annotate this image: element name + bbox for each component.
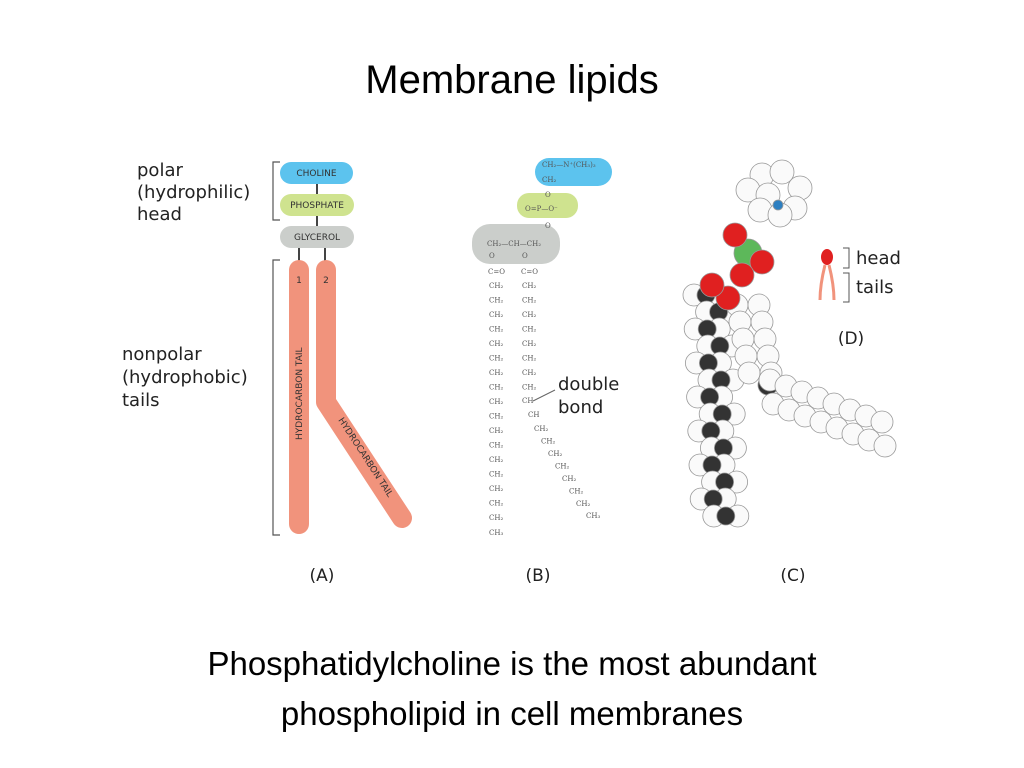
- ch2-unit: CH₂: [489, 514, 503, 522]
- ch2-unit: CH₂: [489, 355, 503, 363]
- fatty-acid-chains: O C=O CH₂ CH₂ CH₂ CH₂ CH₂ CH₂ CH₂ CH₂ CH₂ CH₂ CH₂ CH₂…: [488, 252, 600, 537]
- hydrogen-atom: [870, 410, 894, 434]
- ch2-unit: CH₂: [522, 340, 536, 348]
- ch3-unit: CH₃: [489, 529, 503, 537]
- ch2-unit: CH₂: [489, 369, 503, 377]
- ch2-unit: CH₂: [548, 450, 562, 458]
- tail-bracket: [272, 259, 280, 536]
- oxygen-atom: [729, 262, 755, 288]
- glycerol-label: GLYCEROL: [294, 233, 340, 243]
- tail-2-number: 2: [323, 276, 329, 286]
- oxygen-atom: [699, 272, 725, 298]
- glycerol-group: [280, 226, 354, 248]
- panel-a: polar (hydrophilic) head nonpolar (hydro…: [122, 160, 412, 586]
- ch2-unit: CH₂: [489, 471, 503, 479]
- ch2-unit: CH₂: [489, 398, 503, 406]
- oxygen-atom: [722, 222, 748, 248]
- caption-line-1: Phosphatidylcholine is the most abundant: [207, 645, 817, 682]
- ch3-unit: CH₃: [586, 512, 600, 520]
- panel-c-label: (C): [780, 566, 805, 586]
- hydrogen-atom: [769, 159, 795, 185]
- choline-formula: CH₂—N⁺(CH₃)₃: [542, 161, 596, 169]
- head-bracket: [272, 161, 280, 221]
- ch-unit: CH: [528, 411, 539, 419]
- phosphate-o-top: O: [545, 191, 551, 199]
- panel-d-label: (D): [838, 329, 864, 349]
- ch2-unit: CH₂: [489, 500, 503, 508]
- oxygen-atom: [749, 249, 775, 275]
- ch2-unit: CH₂: [522, 355, 536, 363]
- tail-label-line2: (hydrophobic): [122, 367, 248, 388]
- double-bond-label-1: double: [558, 374, 619, 395]
- ch2-unit: CH₂: [569, 488, 583, 496]
- hydrocarbon-tail-2: [316, 260, 412, 528]
- nitrogen-atom: [772, 199, 784, 211]
- ch2-unit: CH₂: [489, 427, 503, 435]
- phosphate-o-bottom: O: [545, 222, 551, 230]
- hydrogen-atom: [737, 361, 761, 385]
- panel-b: CH₂—N⁺(CH₃)₃ CH₂ O O=P—O⁻ O CH₂—CH—CH₂ O…: [472, 158, 619, 586]
- space-filling-model: [682, 159, 897, 528]
- glycerol-formula: CH₂—CH—CH₂: [487, 240, 541, 248]
- hydrogen-atom: [873, 434, 897, 458]
- choline-group-b: [535, 158, 612, 186]
- phosphate-label: PHOSPHATE: [290, 201, 344, 211]
- double-bond-label-2: bond: [558, 397, 603, 418]
- ester-oxygen: O: [489, 252, 495, 260]
- ch2-unit: CH₂: [555, 463, 569, 471]
- ch2-unit: CH₂: [522, 311, 536, 319]
- head-label-line1: polar: [137, 160, 183, 181]
- tail-1-text: HYDROCARBON TAIL: [295, 347, 305, 440]
- ch2-unit: CH₂: [489, 442, 503, 450]
- ch2-unit: CH₂: [489, 311, 503, 319]
- tail-1-number: 1: [296, 276, 302, 286]
- head-label-line2: (hydrophilic): [137, 182, 250, 203]
- choline-ch2: CH₂: [542, 176, 556, 184]
- ch2-unit: CH₂: [489, 340, 503, 348]
- choline-group: [280, 162, 353, 184]
- ch2-unit: CH₂: [541, 438, 555, 446]
- tail-2-text: HYDROCARBON TAIL: [335, 416, 394, 499]
- ch2-unit: CH₂: [489, 413, 503, 421]
- phosphate-group: [280, 194, 354, 216]
- phosphate-group-b: [517, 193, 578, 218]
- tails-legend: tails: [856, 277, 893, 298]
- head-legend: head: [856, 248, 901, 269]
- slide-title: Membrane lipids: [365, 58, 659, 102]
- ch2-unit: CH₂: [534, 425, 548, 433]
- panel-a-label: (A): [310, 566, 335, 586]
- carbonyl: C=O: [521, 268, 538, 276]
- tail-label-line1: nonpolar: [122, 344, 202, 365]
- ch2-unit: CH₂: [522, 384, 536, 392]
- ch-unit: CH: [522, 397, 533, 405]
- legend-brackets: [843, 247, 850, 303]
- ch2-unit: CH₂: [576, 500, 590, 508]
- tails-symbol: [818, 264, 836, 301]
- ch2-unit: CH₂: [489, 297, 503, 305]
- ester-oxygen: O: [522, 252, 528, 260]
- ch2-unit: CH₂: [489, 384, 503, 392]
- ch2-unit: CH₂: [522, 282, 536, 290]
- head-label-line3: head: [137, 204, 182, 225]
- ch2-unit: CH₂: [489, 282, 503, 290]
- choline-label: CHOLINE: [296, 169, 337, 179]
- ch2-unit: CH₂: [562, 475, 576, 483]
- ch2-unit: CH₂: [522, 369, 536, 377]
- panel-b-label: (B): [526, 566, 551, 586]
- carbon-atom: [716, 506, 736, 526]
- ch2-unit: CH₂: [489, 326, 503, 334]
- tail-label-line3: tails: [122, 390, 159, 411]
- ch2-unit: CH₂: [522, 297, 536, 305]
- ch2-unit: CH₂: [489, 456, 503, 464]
- panel-d-symbol: head tails (D): [818, 247, 901, 349]
- head-symbol: [821, 249, 833, 265]
- glycerol-group-b: [472, 224, 560, 264]
- ch2-unit: CH₂: [522, 326, 536, 334]
- carbonyl: C=O: [488, 268, 505, 276]
- phosphate-formula: O=P—O⁻: [525, 205, 558, 213]
- ch2-unit: CH₂: [489, 485, 503, 493]
- caption-line-2: phospholipid in cell membranes: [280, 695, 744, 732]
